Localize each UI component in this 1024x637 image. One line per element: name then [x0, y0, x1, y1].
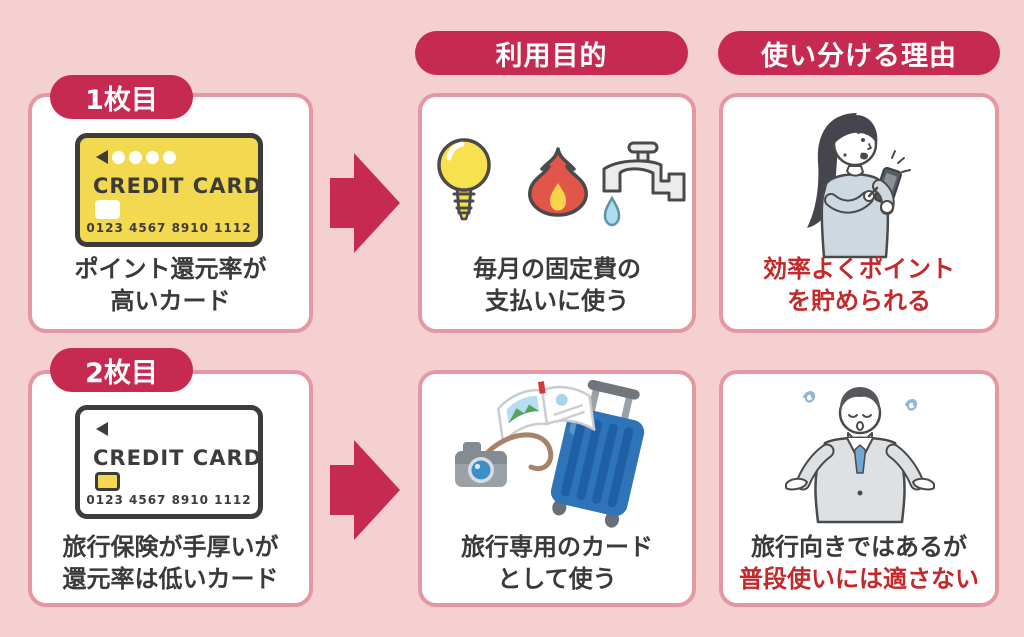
- camera-strap: [484, 432, 554, 471]
- card2-description-panel: CREDIT CARD 0123 4567 8910 1112 旅行保険が手厚い…: [28, 370, 313, 607]
- hand: [880, 200, 894, 214]
- purpose2-panel: 旅行専用のカード として使う: [418, 370, 696, 607]
- card-chip: [95, 472, 120, 491]
- faucet-icon: [602, 141, 686, 227]
- reason1-line1: 効率よくポイント: [763, 255, 955, 283]
- column-header-reason: 使い分ける理由: [718, 31, 1000, 75]
- purpose1-line1: 毎月の固定費の: [473, 255, 641, 283]
- camera-icon: [455, 432, 554, 487]
- card-top-row: [96, 150, 176, 164]
- light-bulb-icon: [437, 138, 491, 221]
- palm-up-hand: [912, 477, 935, 491]
- hair-front: [833, 114, 878, 144]
- column-header-purpose-label: 利用目的: [495, 40, 608, 72]
- card1-description-text: ポイント還元率が 高いカード: [32, 253, 309, 317]
- card-top-row: [96, 422, 108, 436]
- card2-description-line1: 旅行保険が手厚いが: [62, 533, 279, 561]
- yellow-credit-card-illustration: CREDIT CARD 0123 4567 8910 1112: [75, 133, 263, 247]
- dot-icon: [112, 150, 125, 164]
- arrow-right-icon: [330, 440, 400, 540]
- reason2-line2: 普段使いには適さない: [739, 565, 979, 593]
- palm-up-hand: [785, 477, 808, 491]
- card2-description-line2: 還元率は低いカード: [62, 565, 279, 593]
- water-drop-icon: [603, 195, 621, 227]
- man-shrugging-illustration: [785, 387, 935, 524]
- badge-card-1: 1枚目: [50, 75, 193, 119]
- suit-jacket: [814, 436, 906, 524]
- purpose2-line1: 旅行専用のカード: [461, 533, 653, 561]
- reason2-line1: 旅行向きではあるが: [751, 533, 967, 561]
- hair: [839, 387, 881, 411]
- triangle-icon: [96, 422, 108, 436]
- reason1-panel: 効率よくポイント を貯められる: [719, 93, 999, 333]
- white-credit-card-illustration: CREDIT CARD 0123 4567 8910 1112: [75, 405, 263, 519]
- card2-description-text: 旅行保険が手厚いが 還元率は低いカード: [32, 531, 309, 595]
- triangle-icon: [96, 150, 108, 164]
- credit-card-brand-text: CREDIT CARD: [93, 446, 263, 470]
- reason2-panel: 旅行向きではあるが 普段使いには適さない: [719, 370, 999, 607]
- credit-card-number: 0123 4567 8910 1112: [86, 493, 252, 507]
- woman-with-phone-illustration: [807, 113, 911, 259]
- dot-icon: [163, 150, 176, 164]
- dot-icon: [129, 150, 142, 164]
- flame-icon: [528, 147, 588, 217]
- utility-bills-icons: [437, 138, 686, 227]
- reason2-text: 旅行向きではあるが 普段使いには適さない: [723, 531, 995, 595]
- dot-icon: [146, 150, 159, 164]
- reason1-line2: を貯められる: [787, 287, 931, 315]
- closed-eyes: [848, 414, 872, 418]
- necktie: [853, 444, 867, 474]
- purpose2-text: 旅行専用のカード として使う: [422, 531, 692, 595]
- hair-back: [807, 113, 857, 228]
- guidebook-icon: [497, 381, 596, 444]
- confusion-squiggle: [802, 391, 816, 403]
- earring: [843, 153, 847, 157]
- arrow-right-icon: [330, 153, 400, 253]
- card1-description-line2: 高いカード: [110, 287, 231, 315]
- pointing-finger: [867, 186, 879, 198]
- column-header-purpose: 利用目的: [415, 31, 688, 75]
- badge-card-2: 2枚目: [50, 348, 193, 392]
- travel-items-illustration: [455, 379, 645, 528]
- purpose1-panel: 毎月の固定費の 支払いに使う: [418, 93, 696, 333]
- confusion-squiggle: [904, 399, 918, 411]
- credit-card-brand-text: CREDIT CARD: [93, 174, 263, 198]
- purpose1-line2: 支払いに使う: [485, 287, 629, 315]
- purpose2-line2: として使う: [497, 565, 617, 593]
- smiling-mouth: [860, 152, 868, 160]
- card-chip: [95, 200, 120, 219]
- purpose1-text: 毎月の固定費の 支払いに使う: [422, 253, 692, 317]
- open-mouth: [856, 421, 864, 431]
- column-header-reason-label: 使い分ける理由: [761, 40, 957, 72]
- credit-card-number: 0123 4567 8910 1112: [86, 221, 252, 235]
- card1-description-panel: CREDIT CARD 0123 4567 8910 1112 ポイント還元率が…: [28, 93, 313, 333]
- card1-description-line1: ポイント還元率が: [74, 255, 267, 283]
- sparkle-lines: [891, 150, 911, 173]
- reason1-text: 効率よくポイント を貯められる: [723, 253, 995, 317]
